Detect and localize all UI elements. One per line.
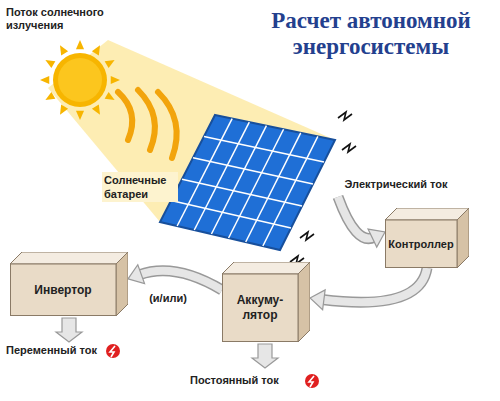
text-label: Переменный ток: [6, 344, 102, 357]
sun-ray: [105, 92, 115, 100]
lightning-icon: [305, 374, 319, 388]
sun-ray: [76, 111, 84, 120]
arrow-outline: [139, 271, 222, 290]
sun-ray: [92, 105, 100, 115]
flow-arrow: [310, 268, 427, 310]
sun-ray: [92, 45, 100, 55]
icon-bolt: [309, 376, 314, 387]
lightning-icon: [106, 344, 120, 358]
sun-core: [58, 58, 102, 102]
output-arrow: [252, 344, 278, 368]
box-label: Инвертор: [13, 283, 113, 298]
spark-mark: [338, 112, 352, 120]
icon-disc: [106, 344, 120, 358]
arrow-outline: [338, 197, 374, 239]
box-side: [457, 208, 469, 268]
sun: [53, 53, 107, 107]
spark-mark: [300, 232, 314, 240]
arrow-head: [368, 229, 385, 247]
edge-label: Электрический ток: [340, 178, 452, 191]
arrow-head: [310, 290, 325, 310]
edge-label: (и/или): [140, 292, 196, 305]
panel-grid-line: [204, 136, 324, 162]
sun-ray: [105, 60, 115, 68]
text-label: Поток солнечного излучения: [6, 6, 106, 32]
box-front: [223, 274, 299, 342]
equipment-box: Контроллер: [385, 208, 469, 268]
radiation-arc: [118, 92, 132, 140]
flow-arrow: [128, 265, 222, 290]
panel-grid-line: [171, 201, 291, 228]
arrow-body: [322, 268, 427, 302]
icon-disc: [305, 374, 319, 388]
flow-arrow: [338, 197, 385, 247]
equipment-box: Аккуму- лятор: [222, 262, 310, 342]
output-arrow-shape: [252, 344, 278, 368]
sun-ray: [40, 76, 49, 84]
sun-ray: [45, 60, 55, 68]
icon-bolt: [110, 346, 115, 357]
box-front: [386, 220, 458, 268]
box-top: [222, 262, 310, 274]
panel-grid-line: [182, 179, 302, 206]
box-front: [11, 264, 117, 316]
radiation-arc: [138, 90, 155, 150]
arrow-body: [338, 197, 374, 239]
sun-rays: [40, 40, 120, 120]
sun-ray: [76, 40, 84, 49]
panel-label: Солнечные батареи: [102, 172, 178, 202]
arrow-head: [128, 265, 145, 284]
box-top: [385, 208, 469, 220]
box-side: [298, 262, 310, 342]
panel-grid-line: [263, 136, 318, 246]
arrow-body: [139, 271, 222, 290]
box-label: Контроллер: [388, 237, 454, 251]
spark-mark: [342, 144, 356, 152]
output-arrow-shape: [56, 318, 82, 342]
box-side: [116, 252, 128, 316]
box-label: Аккуму- лятор: [225, 293, 295, 323]
solar-panel-node: Солнечные батареи: [100, 108, 338, 256]
sun-ray: [60, 105, 68, 115]
text-label: Постоянный ток: [190, 374, 306, 387]
equipment-box: Инвертор: [10, 252, 128, 316]
sun-disc: [53, 53, 107, 107]
box-top: [10, 252, 128, 264]
arrow-outline: [322, 268, 427, 302]
panel-frame: [160, 115, 335, 250]
sun-ray: [45, 92, 55, 100]
diagram-title: Расчет автономной энергосистемы: [246, 8, 496, 60]
sun-ray: [111, 76, 120, 84]
radiation-arc: [158, 92, 177, 158]
sun-ray: [60, 45, 68, 55]
output-arrow: [56, 318, 82, 342]
panel-grid-line: [193, 158, 313, 184]
